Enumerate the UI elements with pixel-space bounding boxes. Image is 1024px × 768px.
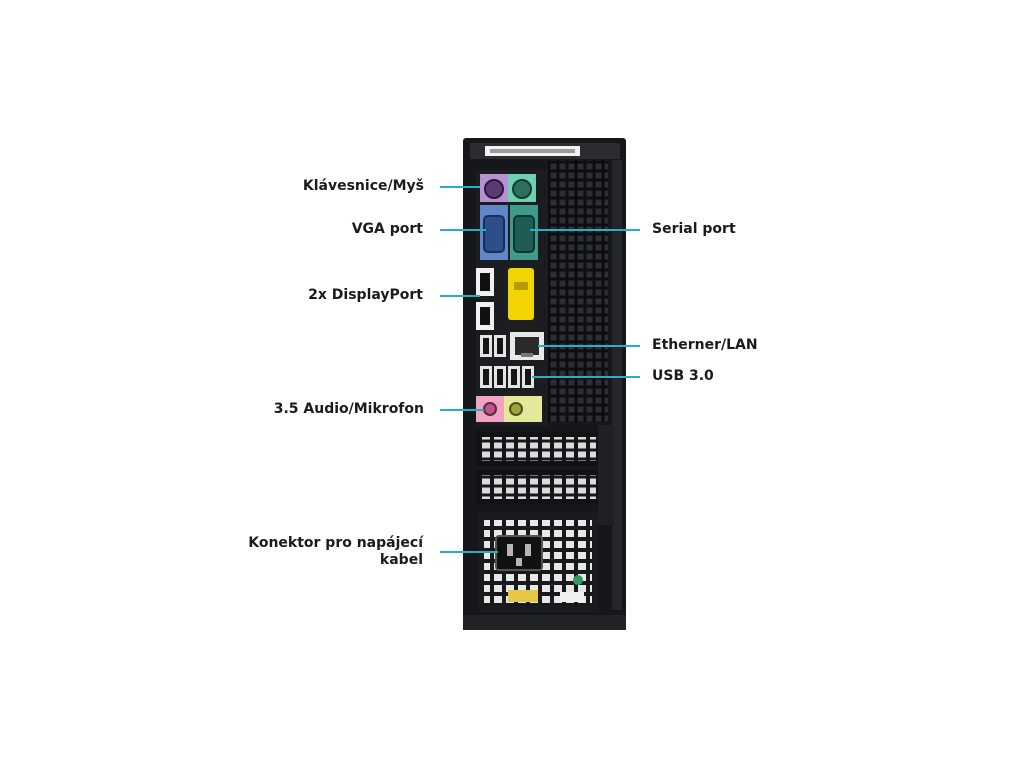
usb-ports-top	[480, 335, 506, 357]
vga-connector	[483, 215, 505, 253]
mic-jack	[483, 402, 497, 416]
usb-ports-bottom	[480, 366, 534, 388]
audio-jack	[509, 402, 523, 416]
label-audio-mic: 3.5 Audio/Mikrofon	[273, 401, 424, 417]
leader-usb3	[532, 376, 640, 378]
leader-power	[440, 551, 498, 553]
expansion-slots	[476, 425, 614, 525]
label-displayport: 2x DisplayPort	[308, 287, 423, 303]
leader-displayport	[440, 295, 480, 297]
label-power-line2: kabel	[379, 552, 423, 568]
label-keyboard-mouse: Klávesnice/Myš	[302, 178, 424, 194]
label-usb3: USB 3.0	[652, 368, 714, 384]
psu-test-led	[573, 575, 583, 585]
leader-audio	[440, 409, 484, 411]
lock-tab	[508, 268, 534, 320]
leader-keyboard-mouse	[440, 186, 480, 188]
label-power-connector: Konektor pro napájecí kabel	[248, 535, 423, 569]
leader-vga	[440, 229, 486, 231]
ps2-mouse-port	[512, 179, 532, 199]
label-power-line1: Konektor pro napájecí	[248, 535, 423, 551]
label-ethernet: Etherner/LAN	[652, 337, 758, 353]
power-supply	[478, 512, 598, 612]
label-serial-port: Serial port	[652, 221, 736, 237]
leader-serial	[530, 229, 640, 231]
io-panel	[476, 170, 548, 426]
label-vga-port: VGA port	[351, 221, 423, 237]
serial-connector	[513, 215, 535, 253]
ps2-keyboard-port	[484, 179, 504, 199]
leader-ethernet	[538, 345, 640, 347]
ventilation-grille	[548, 160, 608, 422]
